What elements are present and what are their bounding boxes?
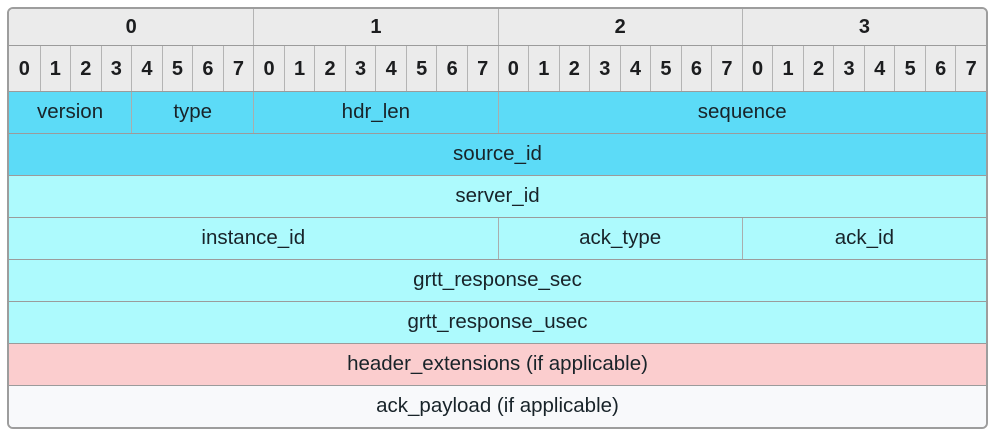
bit-header-cell: 4 <box>619 46 651 91</box>
bit-header-cell: 5 <box>894 46 925 91</box>
field-hdr-len: hdr_len <box>253 92 498 133</box>
bit-header-cell: 6 <box>192 46 223 91</box>
bit-header-cell: 7 <box>222 46 254 91</box>
field-header-extensions-if-applicable: header_extensions (if applicable) <box>9 344 986 385</box>
bit-header-cell: 6 <box>436 46 467 91</box>
bit-header-cell: 0 <box>497 46 529 91</box>
bit-header-cell: 6 <box>924 46 956 91</box>
bit-header-cell: 0 <box>741 46 773 91</box>
field-grtt-response-sec: grtt_response_sec <box>9 260 986 301</box>
field-ack-payload-if-applicable: ack_payload (if applicable) <box>9 386 986 427</box>
bit-header-cell: 0 <box>9 46 40 91</box>
bit-header-cell: 5 <box>161 46 193 91</box>
bit-header-cell: 2 <box>802 46 834 91</box>
bit-header-cell: 5 <box>405 46 437 91</box>
bit-header-cell: 1 <box>772 46 803 91</box>
field-row: header_extensions (if applicable) <box>9 343 986 385</box>
bit-header-cell: 4 <box>375 46 406 91</box>
field-row: grtt_response_usec <box>9 301 986 343</box>
bit-header-cell: 4 <box>131 46 162 91</box>
bit-header-cell: 7 <box>711 46 742 91</box>
bit-header-cell: 1 <box>528 46 559 91</box>
field-row: ack_payload (if applicable) <box>9 385 986 427</box>
bit-header-cell: 7 <box>466 46 498 91</box>
byte-header-cell: 0 <box>9 9 254 45</box>
bit-header-cell: 6 <box>680 46 712 91</box>
field-instance-id: instance_id <box>9 218 498 259</box>
field-source-id: source_id <box>9 134 986 175</box>
bit-header-cell: 7 <box>955 46 986 91</box>
bit-header-cell: 0 <box>253 46 284 91</box>
byte-header-cell: 1 <box>253 9 498 45</box>
byte-header-cell: 3 <box>741 9 986 45</box>
bit-header-cell: 2 <box>558 46 590 91</box>
bit-header-cell: 2 <box>70 46 101 91</box>
field-ack-id: ack_id <box>741 218 986 259</box>
byte-header-cell: 2 <box>497 9 742 45</box>
bit-header-cell: 1 <box>39 46 71 91</box>
bit-header-cell: 3 <box>589 46 620 91</box>
bit-header-cell: 1 <box>283 46 315 91</box>
field-row: grtt_response_sec <box>9 259 986 301</box>
bit-header-cell: 4 <box>863 46 895 91</box>
field-row: source_id <box>9 133 986 175</box>
field-version: version <box>9 92 132 133</box>
bit-header-cell: 5 <box>650 46 681 91</box>
bit-header-cell: 2 <box>314 46 345 91</box>
field-server-id: server_id <box>9 176 986 217</box>
bit-header-cell: 3 <box>344 46 376 91</box>
field-type: type <box>131 92 254 133</box>
bit-header-cell: 3 <box>833 46 864 91</box>
field-sequence: sequence <box>497 92 986 133</box>
field-grtt-response-usec: grtt_response_usec <box>9 302 986 343</box>
bit-header-cell: 3 <box>100 46 132 91</box>
field-row: server_id <box>9 175 986 217</box>
field-ack-type: ack_type <box>497 218 742 259</box>
